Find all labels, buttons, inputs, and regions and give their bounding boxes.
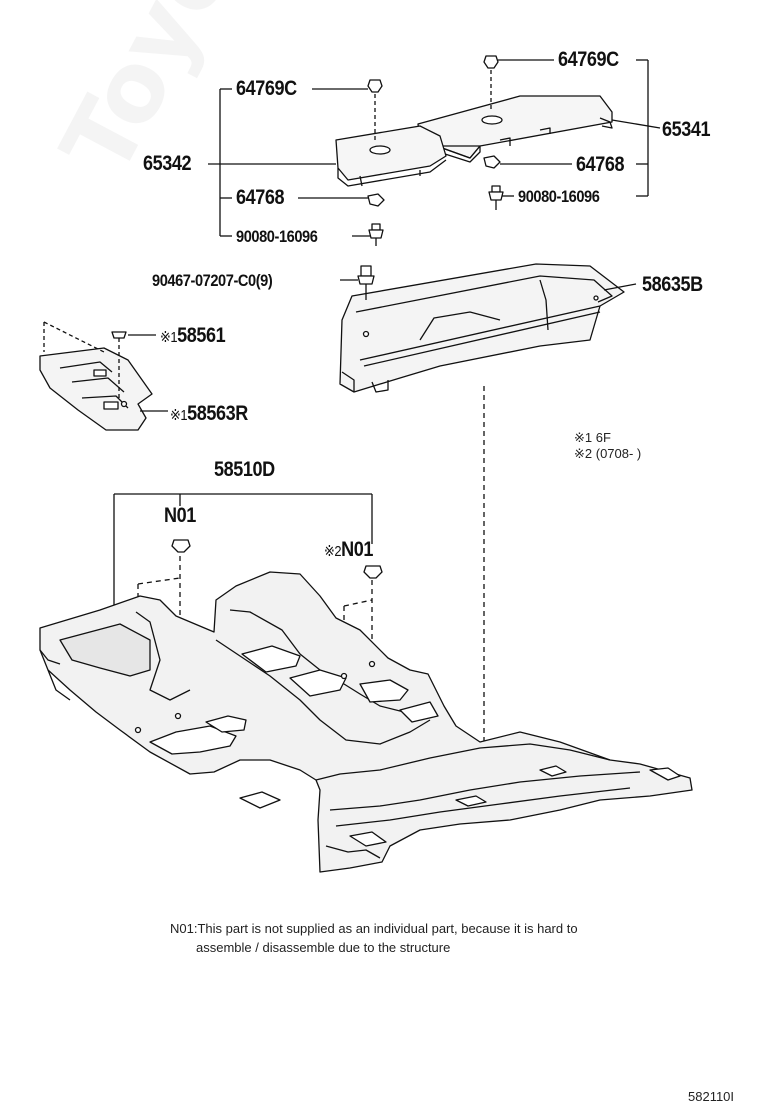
floor-carpet-58510d (39, 571, 693, 873)
label-n01-right: ※2N01 (324, 538, 373, 562)
label-65342: 65342 (143, 152, 192, 175)
leader-58635b (603, 283, 637, 291)
label-58561: ※158561 (160, 324, 226, 348)
clip-58561 (111, 331, 127, 400)
label-58563r: ※158563R (170, 402, 248, 426)
clip-64769c-left (367, 79, 383, 140)
label-58510d: 58510D (214, 458, 275, 481)
label-90467: 90467-07207-C0(9) (152, 271, 273, 290)
leader-65342 (208, 88, 370, 237)
label-64769c-right: 64769C (558, 48, 619, 71)
clip-64768-right (483, 155, 501, 169)
label-64768-left: 64768 (236, 186, 285, 209)
note-line-2: assemble / disassemble due to the struct… (196, 940, 451, 955)
trim-panel-65342 (335, 125, 447, 187)
tray-58635b (339, 263, 625, 393)
label-58561-text: 58561 (177, 324, 226, 347)
diagram-id: 582110I (688, 1089, 735, 1104)
label-58635b: 58635B (642, 273, 703, 296)
leader-58510d (113, 493, 373, 606)
label-90080-left: 90080-16096 (236, 227, 318, 246)
clip-n01-left (171, 539, 191, 716)
pad-58563r (39, 347, 153, 431)
clip-n01-right (363, 565, 383, 664)
label-90080-right: 90080-16096 (518, 187, 600, 206)
label-64768-right: 64768 (576, 153, 625, 176)
clip-64769c-right (483, 55, 499, 112)
label-64769c-left: 64769C (236, 77, 297, 100)
screw-90080-right (488, 185, 504, 210)
mark-1-58561: ※1 (160, 329, 178, 346)
note-line-1: N01:This part is not supplied as an indi… (170, 921, 578, 936)
label-n01-left: N01 (164, 504, 196, 527)
label-58563r-text: 58563R (187, 402, 248, 425)
leader-65341 (498, 59, 661, 197)
mark-1-58563r: ※1 (170, 407, 188, 424)
dashed-pad-guide-2 (43, 321, 105, 353)
mark-2-n01: ※2 (324, 543, 342, 560)
pushpin-90467 (357, 265, 375, 300)
legend-line-1: ※1 6F (574, 430, 611, 445)
clip-64768-left (367, 193, 385, 207)
label-n01-right-text: N01 (341, 538, 373, 561)
screw-90080-left (368, 223, 384, 246)
label-65341: 65341 (662, 118, 711, 141)
legend-line-2: ※2 (0708- ) (574, 446, 642, 461)
